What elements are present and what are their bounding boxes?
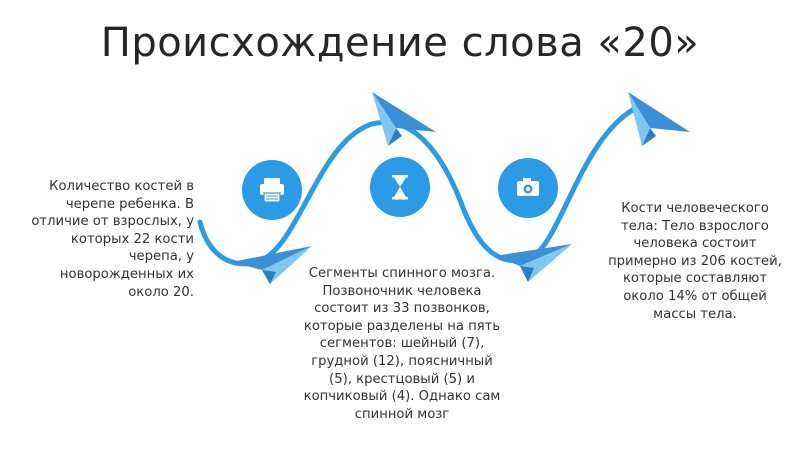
page-title: Происхождение слова «20»: [100, 20, 700, 66]
hourglass-icon: [370, 157, 430, 217]
printer-icon: [242, 160, 302, 220]
paper-plane-icon: [628, 92, 690, 146]
paper-plane-icon: [372, 92, 436, 146]
text-block-skull: Количество костей в черепе ребенка. В от…: [31, 179, 194, 300]
camera-icon: [498, 158, 558, 218]
paper-plane-icon: [232, 246, 312, 284]
text-block-spine: Сегменты спинного мозга. Позвоночник чел…: [303, 266, 501, 422]
text-block-body: Кости человеческого тела: Тело взрослого…: [608, 201, 782, 322]
paper-plane-icon: [494, 244, 572, 282]
